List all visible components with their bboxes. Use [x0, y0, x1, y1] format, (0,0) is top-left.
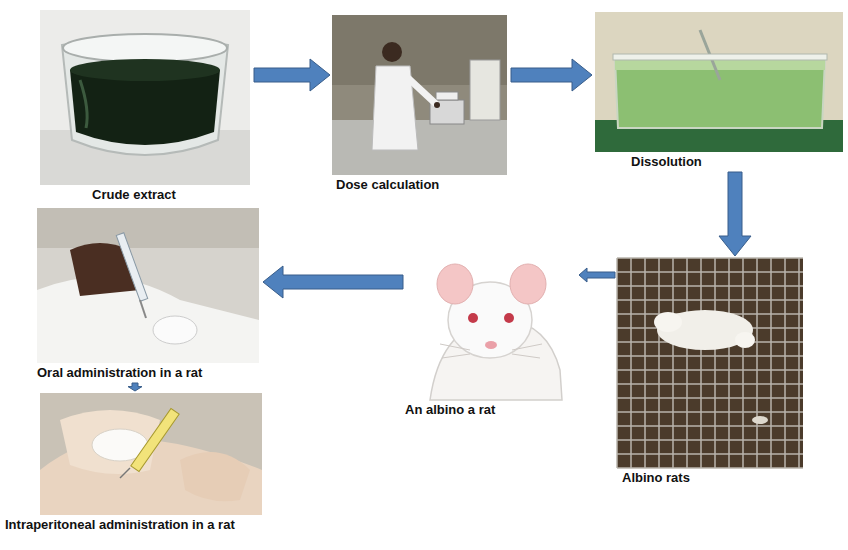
step-caption: Crude extract — [40, 187, 252, 203]
step-caption: Dissolution — [594, 154, 844, 170]
cage-mesh-wire — [617, 397, 803, 399]
cage-mesh-wire — [658, 258, 660, 468]
albino-rat-photo-part — [485, 341, 497, 349]
flow-arrow — [263, 266, 403, 298]
dose-calculation-photo-part — [332, 120, 507, 175]
photo-step-box: Intraperitoneal administration in a rat — [5, 393, 272, 533]
cage-mesh-wire — [756, 258, 758, 468]
photo-step-box: An albino a rat — [405, 250, 577, 418]
crude-extract-photo-part — [40, 10, 250, 185]
albino-rat-photo-part — [510, 264, 546, 304]
cage-mesh-wire — [672, 258, 674, 468]
cage-mesh-wire — [770, 258, 772, 468]
cage-mesh-wire — [617, 411, 803, 413]
albino-rats-cage-photo-part — [617, 258, 803, 468]
dose-calculation-photo-part — [430, 100, 464, 124]
oral-administration-photo-part — [140, 300, 146, 318]
albino-rat-photo-part — [468, 313, 478, 323]
intraperitoneal-administration-photo — [40, 393, 262, 515]
intraperitoneal-administration-photo-part — [40, 393, 262, 515]
albino-rats-cage-photo — [617, 258, 803, 468]
cage-mesh-wire — [617, 453, 803, 455]
cage-mesh-wire — [742, 258, 744, 468]
crude-extract-photo-part — [80, 80, 87, 128]
cage-mesh-wire — [798, 258, 800, 468]
oral-administration-photo-part — [37, 208, 259, 363]
oral-administration-photo-part — [37, 208, 259, 248]
photo-step-box: Dissolution — [594, 12, 844, 170]
cage-mesh-wire — [700, 258, 702, 468]
photo-step-box: Oral administration in a rat — [37, 208, 261, 381]
cage-mesh-wire — [644, 258, 646, 468]
cage-mesh-wire — [616, 258, 618, 468]
step-caption: Albino rats — [617, 470, 805, 486]
albino-rats-cage-photo-part — [752, 416, 768, 424]
step-caption: An albino a rat — [405, 402, 577, 418]
intraperitoneal-administration-photo-part — [60, 410, 160, 474]
photo-step-box: Dose calculation — [332, 15, 509, 193]
step-caption: Intraperitoneal administration in a rat — [5, 517, 272, 533]
dose-calculation-photo-part — [332, 15, 507, 175]
dose-calculation-photo-part — [382, 42, 402, 62]
crude-extract-photo — [40, 10, 250, 185]
cage-mesh-wire — [617, 439, 803, 441]
dose-calculation-photo-part — [434, 102, 440, 108]
albino-rat-photo-part — [504, 313, 514, 323]
cage-mesh-wire — [784, 258, 786, 468]
dissolution-photo-part — [613, 54, 827, 60]
cage-mesh-wire — [617, 271, 803, 273]
albino-rats-cage-photo-part — [735, 332, 755, 348]
albino-rats-cage-photo-part — [654, 312, 682, 332]
oral-administration-photo-part — [37, 277, 259, 363]
oral-administration-photo — [37, 208, 259, 363]
albino-rat-photo-part — [440, 344, 542, 358]
cage-mesh-wire — [617, 355, 803, 357]
flow-arrow — [511, 59, 592, 91]
flow-arrow — [128, 383, 142, 391]
photo-step-box: Albino rats — [617, 258, 805, 486]
dose-calculation-photo-part — [436, 92, 458, 100]
step-caption: Oral administration in a rat — [37, 365, 261, 381]
cage-mesh-wire — [617, 257, 803, 259]
intraperitoneal-administration-photo-part — [180, 452, 250, 501]
dose-calculation-photo — [332, 15, 507, 175]
oral-administration-photo-part — [116, 233, 147, 302]
crude-extract-photo-part — [63, 34, 227, 62]
cage-mesh-wire — [714, 258, 716, 468]
intraperitoneal-administration-photo-part — [120, 468, 130, 478]
albino-rat-photo — [405, 250, 575, 400]
oral-administration-photo-part — [153, 316, 197, 344]
cage-mesh-wire — [630, 258, 632, 468]
cage-mesh-wire — [728, 258, 730, 468]
albino-rats-cage-photo-part — [617, 258, 803, 468]
step-caption: Dose calculation — [332, 177, 509, 193]
dose-calculation-photo-part — [470, 60, 500, 120]
cage-mesh-wire — [617, 299, 803, 301]
cage-mesh-wire — [617, 383, 803, 385]
albino-rat-photo-part — [437, 264, 473, 304]
albino-rat-photo-part — [405, 250, 575, 400]
dissolution-photo — [595, 12, 843, 152]
flow-arrow — [719, 172, 751, 256]
cage-mesh-wire — [617, 285, 803, 287]
photo-step-box: Crude extract — [40, 10, 252, 203]
cage-mesh-wire — [686, 258, 688, 468]
flow-arrow — [579, 268, 615, 282]
crude-extract-photo-part — [70, 59, 220, 81]
cage-mesh-wire — [617, 425, 803, 427]
dose-calculation-photo-part — [408, 78, 436, 104]
dissolution-photo-part — [615, 58, 825, 128]
flow-arrow — [254, 59, 330, 91]
cage-mesh-wire — [617, 369, 803, 371]
cage-mesh-wire — [617, 467, 803, 469]
intraperitoneal-administration-photo-part — [131, 408, 179, 471]
dissolution-photo-part — [595, 12, 843, 152]
